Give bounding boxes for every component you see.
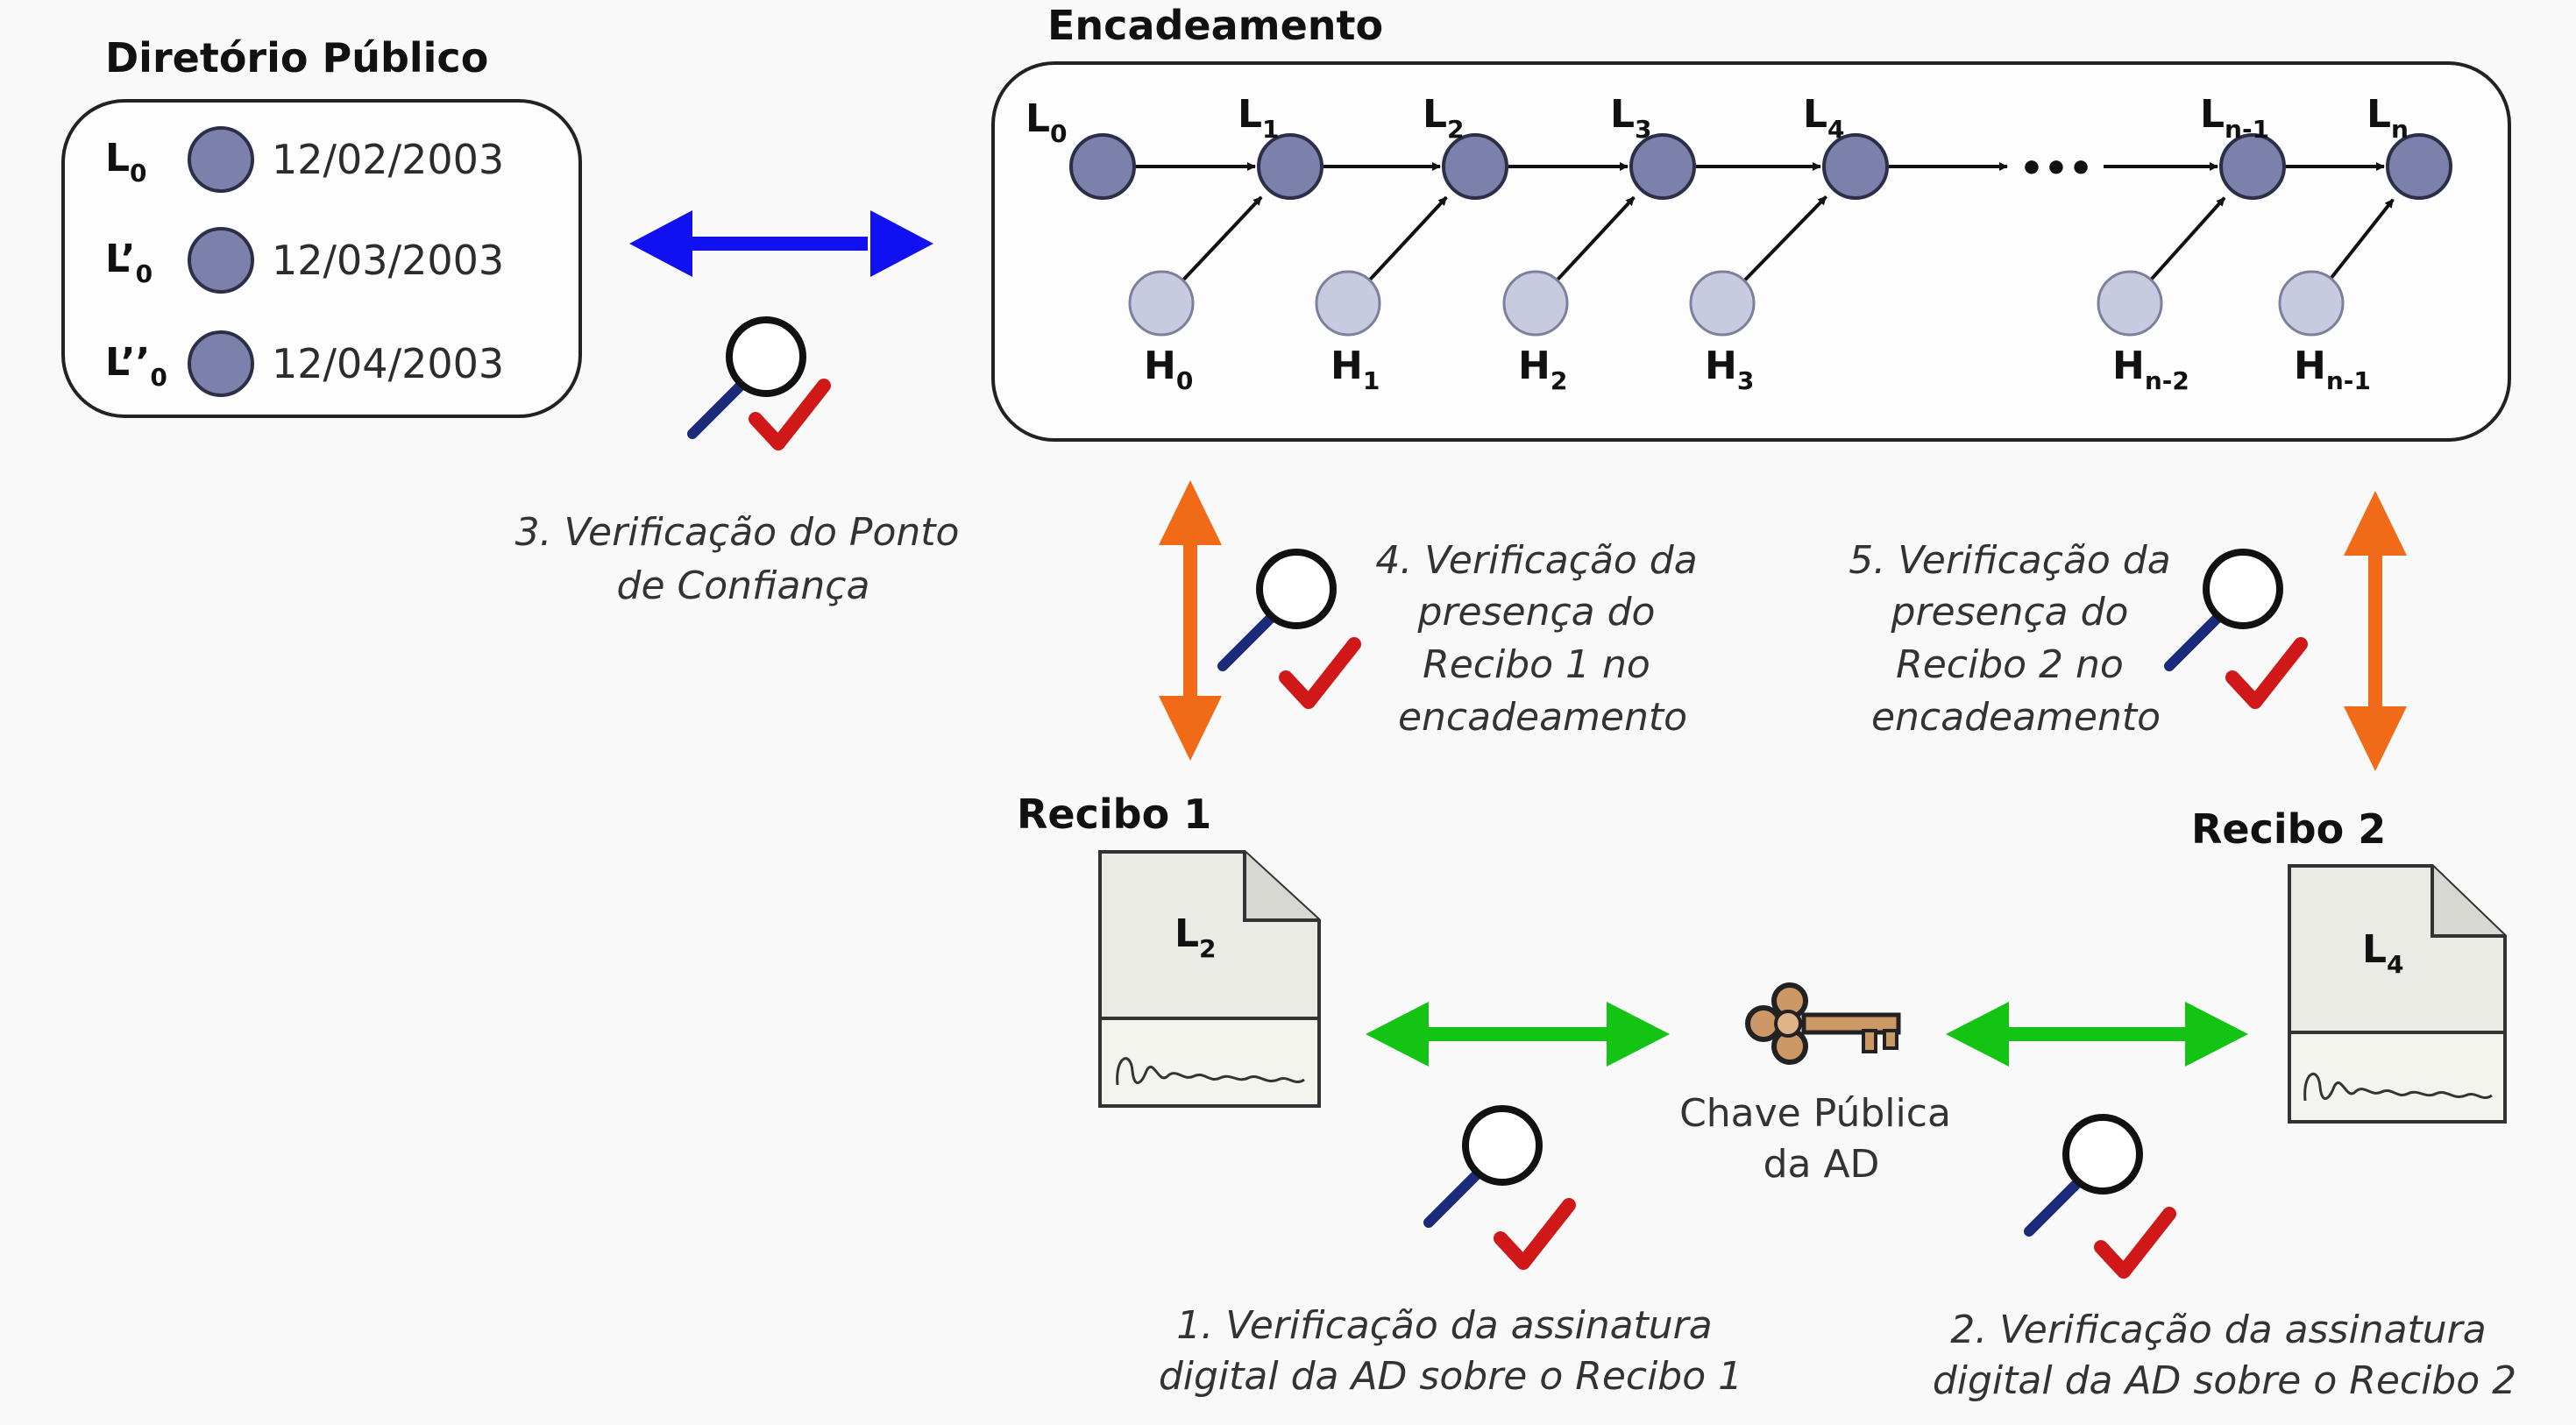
directory-entry-date: 12/02/2003 — [272, 136, 504, 183]
chain-node-l — [1442, 133, 1508, 200]
hash-link — [2329, 198, 2395, 280]
directory-entry-date: 12/04/2003 — [272, 340, 504, 387]
verification-icon-step2 — [2029, 1117, 2169, 1272]
verification-icon-step1 — [1429, 1109, 1569, 1263]
chain-node-l — [1257, 133, 1323, 200]
magnifier-icon — [2029, 1117, 2140, 1231]
chain-node-label: Ln-1 — [2200, 92, 2269, 144]
chain-node-l — [1069, 133, 1136, 200]
magnifier-icon — [1223, 552, 1333, 666]
chain-node-l — [2219, 133, 2286, 200]
hash-link — [1368, 195, 1448, 281]
chain-node-label: L2 — [1423, 92, 1465, 144]
green-double-arrow-right — [1946, 1002, 2248, 1067]
orange-double-arrow-right — [2344, 491, 2407, 771]
chain-node-label: Ln — [2367, 92, 2409, 144]
directory-entry-label: L’0 — [105, 237, 153, 288]
verification-icon-step5 — [2169, 552, 2301, 702]
directory-entry: L0 12/02/2003 — [105, 126, 504, 193]
hash-node-label: Hn-1 — [2294, 344, 2371, 395]
chain-node-label: L3 — [1610, 92, 1652, 144]
chain-ellipsis: ••• — [2019, 146, 2093, 191]
directory-entry: L’’0 12/04/2003 — [105, 330, 504, 397]
chain-node-h — [2278, 270, 2345, 337]
checkmark-icon — [1501, 1205, 1569, 1263]
hash-link — [1742, 195, 1827, 282]
chain-box — [991, 61, 2511, 442]
verification-icon-step4 — [1223, 552, 1354, 702]
checkmark-icon — [2101, 1214, 2169, 1272]
hash-link — [1182, 195, 1263, 282]
chain-node-label: L1 — [1238, 92, 1280, 144]
receipt-2: Recibo 2 L4 — [2191, 805, 2507, 1124]
caption-step2: 2. Verificação da assinatura digital da … — [1933, 1308, 2516, 1403]
blue-double-arrow — [629, 210, 933, 277]
key-icon — [1745, 982, 1901, 1065]
hash-node-label: H0 — [1144, 344, 1193, 395]
chain-node-l — [1629, 133, 1696, 200]
chain-node-h — [1128, 270, 1195, 337]
chain-node-label: L4 — [1803, 92, 1845, 144]
chain-title: Encadeamento — [1047, 2, 1383, 49]
receipt-1-label: L2 — [1174, 911, 1217, 963]
directory-title: Diretório Público — [105, 34, 488, 82]
chain-node-h — [2097, 270, 2163, 337]
chain-node-h — [1315, 270, 1381, 337]
caption-step3: 3. Verificação do Ponto de Confiança — [515, 510, 972, 608]
receipt-2-title: Recibo 2 — [2191, 805, 2386, 853]
chain-node-h — [1502, 270, 1569, 337]
checkmark-icon — [1286, 644, 1354, 702]
checkmark-icon — [2232, 644, 2301, 702]
key-label: Chave Pública da AD — [1679, 1091, 1963, 1187]
hash-node-label: H1 — [1331, 344, 1380, 395]
receipt-1-title: Recibo 1 — [1017, 790, 1211, 838]
chain-node-label: L0 — [1025, 96, 1068, 148]
green-double-arrow-left — [1366, 1002, 1670, 1067]
hash-node-label: H2 — [1518, 344, 1567, 395]
hash-link — [1556, 195, 1636, 281]
hash-node-label: Hn-2 — [2112, 344, 2189, 395]
directory-entry-date: 12/03/2003 — [272, 237, 504, 284]
orange-double-arrow-left — [1159, 480, 1222, 761]
directory-box — [61, 99, 582, 418]
hash-link — [2149, 196, 2226, 281]
caption-step5: 5. Verificação da presença do Recibo 2 n… — [1849, 538, 2182, 740]
chain-links — [1136, 162, 2395, 282]
directory-entry: L’0 12/03/2003 — [105, 227, 504, 294]
receipt-2-label: L4 — [2362, 927, 2404, 979]
verification-icon-step3 — [692, 320, 824, 443]
magnifier-icon — [1429, 1109, 1539, 1223]
chain-node-l — [1822, 133, 1889, 200]
directory-entry-label: L0 — [105, 136, 147, 188]
magnifier-icon — [2169, 552, 2280, 666]
directory-node — [188, 227, 254, 294]
hash-node-label: H3 — [1705, 344, 1754, 395]
directory-node — [188, 126, 254, 193]
caption-step1: 1. Verificação da assinatura digital da … — [1159, 1303, 1742, 1399]
magnifier-icon — [692, 320, 803, 434]
chain-node-h — [1689, 270, 1756, 337]
caption-step4: 4. Verificação da presença do Recibo 1 n… — [1375, 538, 1709, 740]
signature-icon — [1116, 1057, 1305, 1086]
receipt-1: Recibo 1 L2 — [1017, 790, 1321, 1108]
signature-icon — [2303, 1073, 2493, 1102]
chain-node-l — [2386, 133, 2452, 200]
directory-entry-label: L’’0 — [105, 340, 167, 392]
directory-node — [188, 330, 254, 397]
